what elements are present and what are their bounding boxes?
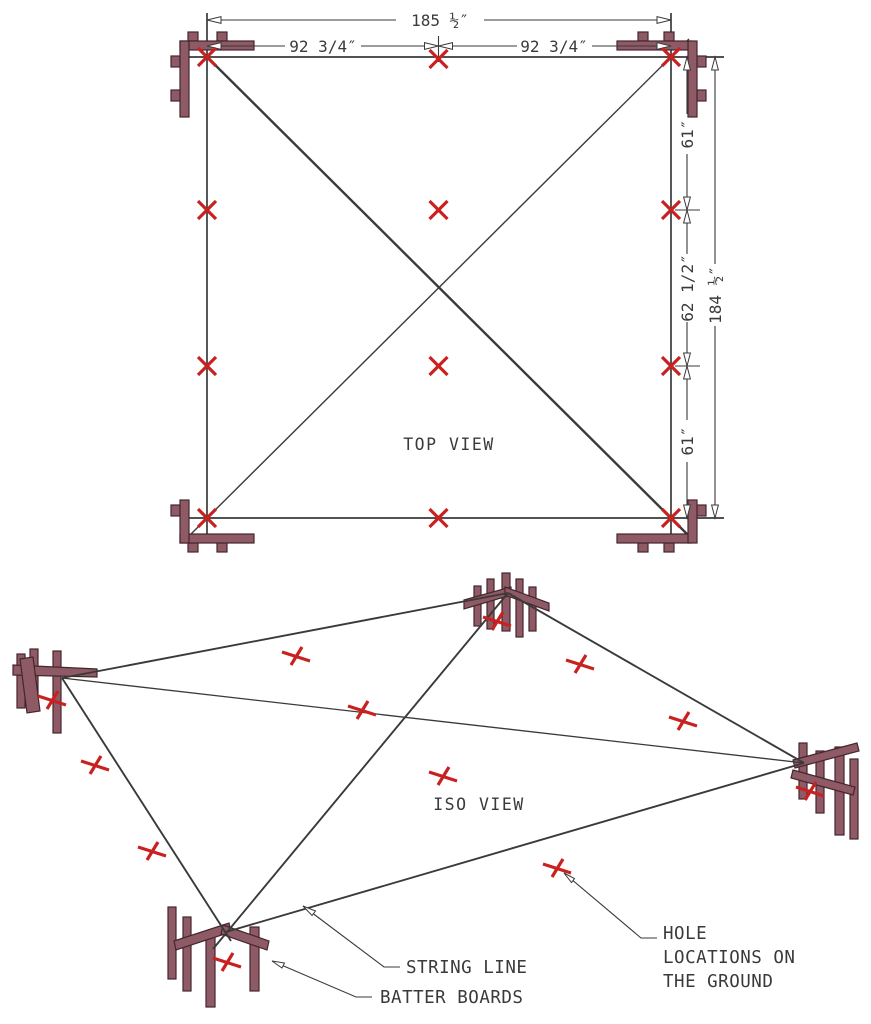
dim-overall-height: 184 ½″ [706,55,725,520]
callout-string-line: STRING LINE [302,905,527,978]
string-line-label: STRING LINE [406,958,527,978]
dim-overall-width-text: 185 ½″ [411,11,469,30]
hole-mark [428,48,449,70]
batter-board-iso-top [463,572,550,638]
top-view-hole-marks [196,46,682,529]
iso-view-hole-marks [37,611,825,972]
hole-locations-label-line2: LOCATIONS ON [663,948,795,968]
dim-right-middle-text: 62 1/2″ [678,254,697,321]
hole-mark [428,199,449,221]
hole-mark [428,355,449,377]
hole-mark [428,766,458,786]
hole-mark [37,690,67,710]
dim-overall-height-text: 184 ½″ [706,266,725,324]
batter-board-iso-left [12,648,98,734]
hole-mark [660,199,682,221]
hole-mark [196,199,218,221]
hole-mark [660,46,682,68]
hole-mark [196,507,218,529]
callout-batter-boards: BATTER BOARDS [271,960,523,1008]
dim-height-segments: 61″ 62 1/2″ 61″ [678,55,697,520]
callout-hole-locations: HOLE LOCATIONS ON THE GROUND [563,872,795,992]
batter-board-plan-bottom-right [616,499,707,553]
dim-half-width-left-text: 92 3/4″ [289,37,356,56]
iso-view: ISO VIEW STRING LINE BATTER BOARDS HOLE … [12,572,860,1008]
hole-mark [212,952,242,972]
batter-board-iso-bottom [167,906,270,1008]
batter-board-plan-bottom-left [170,499,255,553]
hole-mark [660,507,682,529]
dim-right-top-text: 61″ [678,120,697,149]
hole-mark [80,755,110,775]
batter-board-iso-right [790,742,860,840]
hole-mark [347,700,377,720]
hole-mark [660,355,682,377]
dim-right-bottom-text: 61″ [678,427,697,456]
top-view-outline [181,13,724,534]
top-view: 185 ½″ 92 3/4″ 92 3/4″ [170,11,725,553]
dim-overall-width: 185 ½″ [206,11,672,30]
hole-mark [795,781,825,801]
hole-locations-label-line3: THE GROUND [663,972,773,992]
hole-mark [428,507,449,529]
iso-view-label: ISO VIEW [433,795,524,814]
hole-mark [196,46,218,68]
dim-half-width-right-text: 92 3/4″ [520,37,587,56]
top-view-diagonals [188,38,690,537]
hole-mark [482,611,512,631]
hole-mark [137,841,167,861]
hole-mark [281,646,311,666]
hole-mark [542,858,572,878]
dim-half-widths: 92 3/4″ 92 3/4″ [206,37,672,56]
top-view-label: TOP VIEW [403,435,494,454]
hole-mark [196,355,218,377]
batter-boards-label: BATTER BOARDS [380,988,523,1008]
iso-string-lines [61,592,805,950]
hole-mark [565,654,595,674]
hole-locations-label-line1: HOLE [663,924,707,944]
hole-mark [668,711,698,731]
